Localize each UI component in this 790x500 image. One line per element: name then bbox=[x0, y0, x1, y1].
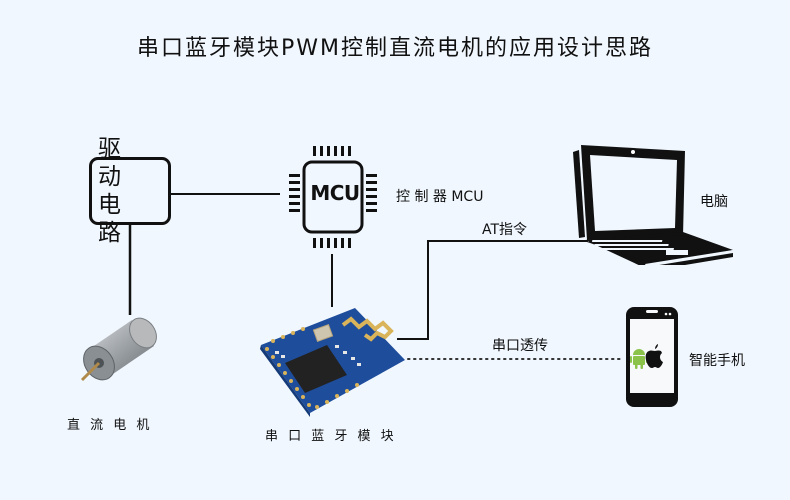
dc-motor-image bbox=[80, 317, 157, 382]
driver-label-line2: 电 路 bbox=[98, 192, 127, 246]
phone-label: 智能手机 bbox=[689, 353, 745, 369]
driver-circuit-box: 驱 动 电 路 bbox=[89, 136, 171, 246]
mcu-label: 控 制 器 MCU bbox=[396, 189, 484, 205]
apple-icon bbox=[645, 344, 663, 368]
serial-passthrough-label: 串口透传 bbox=[492, 338, 548, 354]
driver-label-line1: 驱 动 bbox=[98, 136, 127, 190]
wire-module-laptop bbox=[397, 240, 588, 340]
dc-motor-label: 直 流 电 机 bbox=[67, 418, 153, 433]
bluetooth-module-image bbox=[260, 308, 405, 417]
mcu-chip-icon bbox=[289, 146, 377, 248]
diagram-title: 串口蓝牙模块PWM控制直流电机的应用设计思路 bbox=[136, 36, 653, 61]
laptop-label: 电脑 bbox=[700, 194, 728, 210]
bluetooth-module-label: 串 口 蓝 牙 模 块 bbox=[265, 429, 397, 444]
smartphone-icon bbox=[626, 307, 678, 407]
mcu-chip-text: MCU bbox=[310, 181, 360, 205]
at-command-label: AT指令 bbox=[482, 222, 528, 238]
laptop-icon bbox=[573, 145, 733, 265]
